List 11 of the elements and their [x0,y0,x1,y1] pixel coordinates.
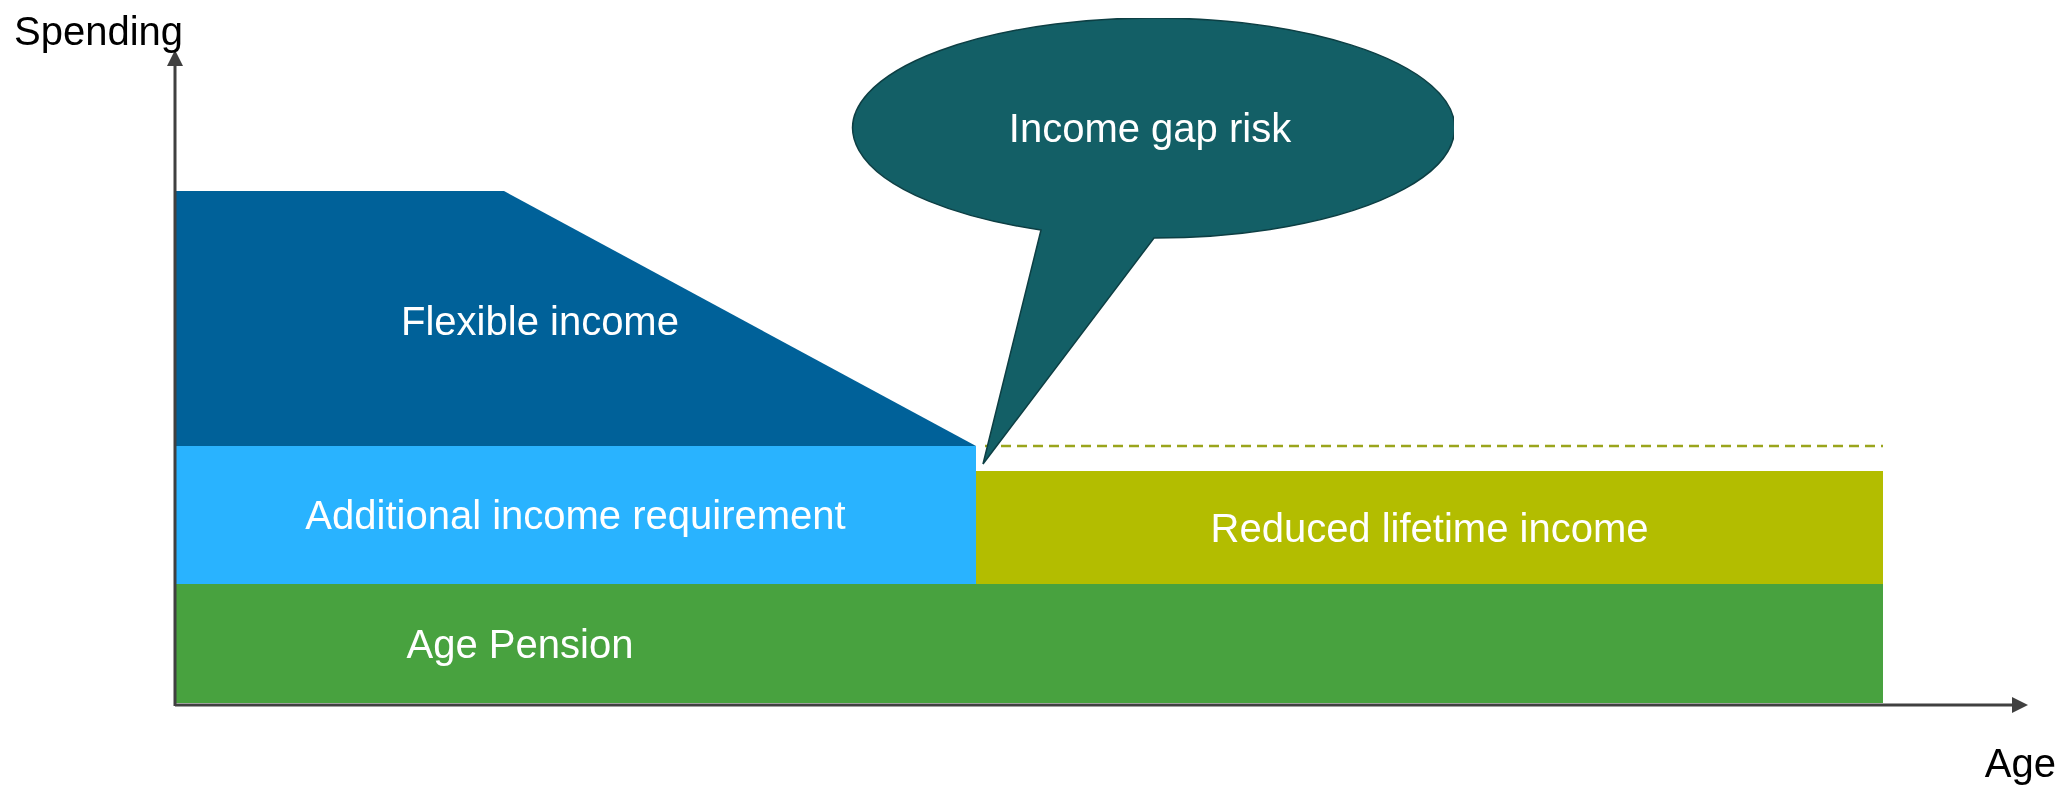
income-band [175,584,1883,703]
band-label: Flexible income [401,298,679,345]
band-label: Additional income requirement [305,492,846,539]
band-label: Income gap risk [1008,105,1292,152]
trapezoid-band [175,191,976,446]
income-band [175,446,976,584]
income-band [976,471,1883,584]
band-label: Reduced lifetime income [1210,504,1649,552]
axis-label: Spending [14,8,184,55]
axis-label: Age [1984,740,2056,787]
band-label: Age Pension [406,620,634,668]
